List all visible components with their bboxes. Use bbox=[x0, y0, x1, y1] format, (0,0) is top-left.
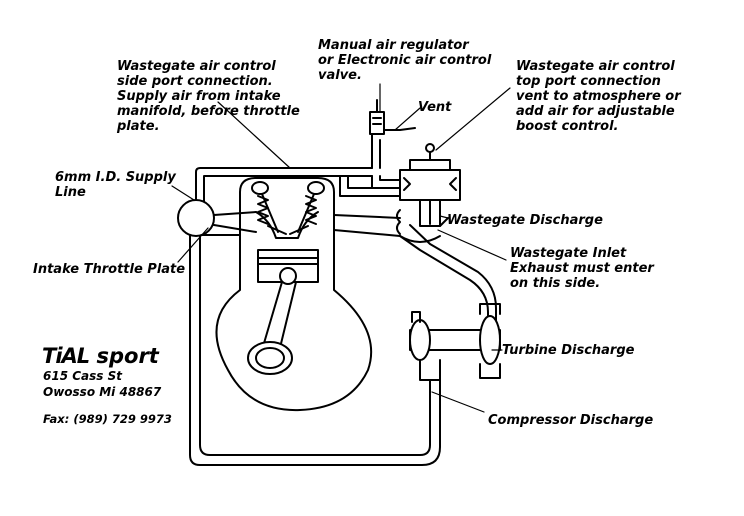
cylinder-head bbox=[239, 177, 401, 239]
label-intake-throttle-plate: Intake Throttle Plate bbox=[33, 262, 186, 277]
company-address-line2: Owosso Mi 48867 bbox=[43, 385, 162, 399]
label-wastegate-side-port: Wastegate air control side port connecti… bbox=[117, 59, 300, 134]
logo-suffix: sport bbox=[96, 344, 159, 368]
label-vent: Vent bbox=[418, 100, 452, 115]
label-turbine-discharge: Turbine Discharge bbox=[502, 343, 635, 358]
supply-line-6mm bbox=[195, 131, 401, 206]
manual-air-regulator bbox=[369, 99, 416, 135]
label-compressor-discharge: Compressor Discharge bbox=[488, 413, 654, 428]
company-logo: TiAL sport bbox=[42, 344, 159, 368]
label-wastegate-discharge: Wastegate Discharge bbox=[447, 213, 603, 228]
company-fax: Fax: (989) 729 9973 bbox=[43, 412, 172, 426]
label-wastegate-top-port: Wastegate air control top port connectio… bbox=[516, 59, 681, 134]
label-manual-regulator: Manual air regulator or Electronic air c… bbox=[318, 38, 492, 83]
throttle-body bbox=[177, 199, 257, 237]
engine-block-outline bbox=[189, 234, 441, 466]
exhaust-pipe bbox=[399, 224, 497, 331]
piston-crank bbox=[215, 234, 373, 412]
wastegate-body bbox=[396, 143, 461, 243]
company-address-line1: 615 Cass St bbox=[43, 369, 122, 383]
turbocharger bbox=[409, 303, 501, 381]
label-wastegate-inlet: Wastegate Inlet Exhaust must enter on th… bbox=[510, 246, 654, 291]
leader-lines bbox=[171, 83, 511, 413]
logo-mark: TiAL bbox=[42, 344, 90, 368]
label-supply-line: 6mm I.D. Supply Line bbox=[55, 170, 176, 200]
